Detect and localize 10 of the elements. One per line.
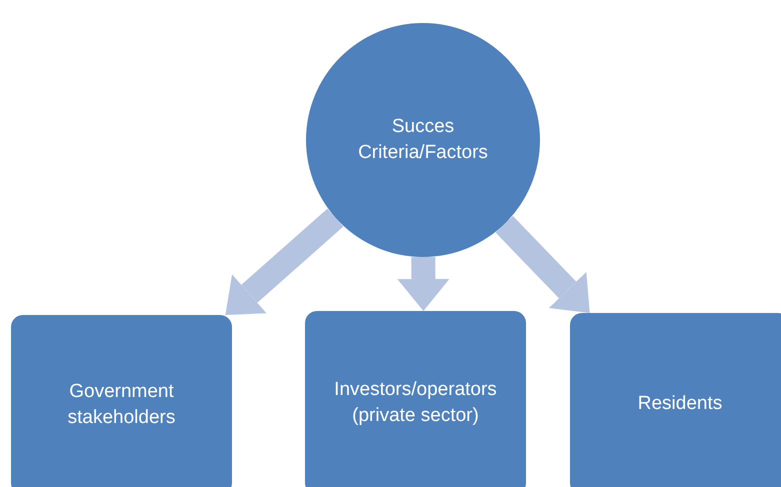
stakeholder-box — [11, 315, 232, 487]
stakeholder-box — [570, 313, 781, 487]
arrow — [496, 216, 590, 313]
arrow — [397, 256, 450, 311]
node-label: Investors/operators (private sector) — [333, 378, 498, 428]
node-label: Succes Criteria/Factors — [357, 115, 489, 165]
node-label: Residents — [638, 392, 722, 416]
stakeholder-box — [305, 311, 526, 487]
arrow — [225, 208, 344, 315]
node-label: Government stakeholders — [66, 380, 176, 430]
